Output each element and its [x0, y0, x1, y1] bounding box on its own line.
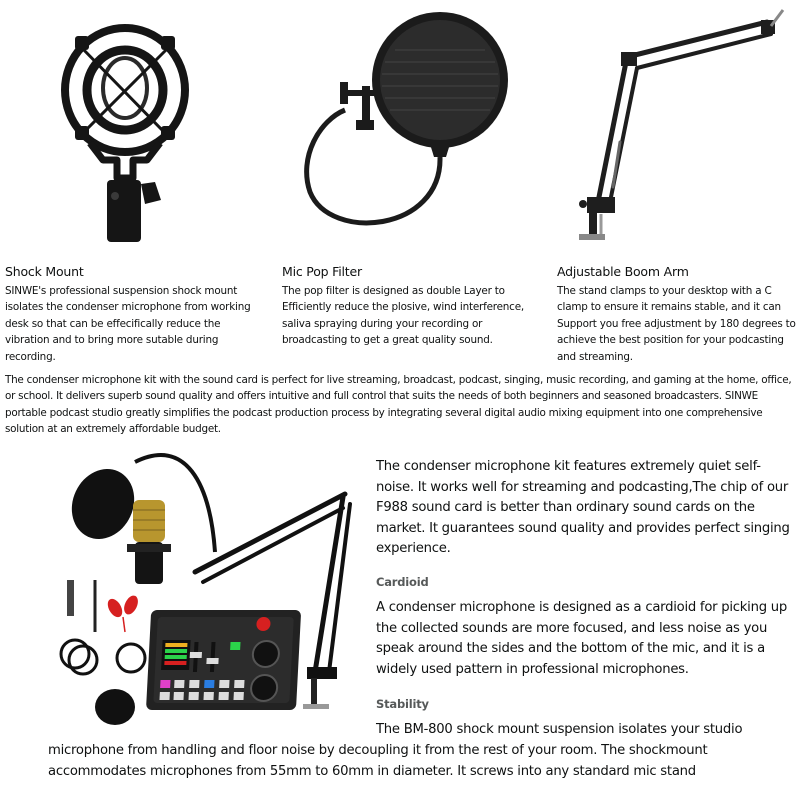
stability-heading: Stability	[376, 697, 429, 711]
pop-filter-image	[290, 2, 540, 257]
microphone-kit-image	[45, 442, 370, 727]
feature-description: The stand clamps to your desktop with a …	[557, 285, 796, 363]
feature-title: Adjustable Boom Arm	[557, 264, 689, 279]
feature-description: SINWE's professional suspension shock mo…	[5, 285, 251, 363]
shock-mount-image	[55, 8, 195, 258]
intro-paragraph: The condenser microphone kit with the so…	[5, 374, 792, 436]
stability-line-2: microphone from handling and floor noise…	[48, 743, 708, 758]
feature-title: Shock Mount	[5, 264, 84, 279]
cardioid-paragraph: A condenser microphone is designed as a …	[376, 600, 787, 677]
cardioid-heading: Cardioid	[376, 575, 429, 589]
kit-overview-paragraph: The condenser microphone kit features ex…	[376, 459, 790, 557]
feature-pop-filter: Mic Pop Filter The pop filter is designe…	[282, 264, 537, 349]
feature-shock-mount: Shock Mount SINWE's professional suspens…	[5, 264, 265, 365]
boom-arm-image	[545, 2, 795, 257]
stability-line-3: accommodates microphones from 55mm to 60…	[48, 764, 696, 779]
feature-description: The pop filter is designed as double Lay…	[282, 285, 524, 347]
feature-boom-arm: Adjustable Boom Arm The stand clamps to …	[557, 264, 797, 365]
feature-title: Mic Pop Filter	[282, 264, 362, 279]
stability-line-1: The BM-800 shock mount suspension isolat…	[376, 722, 743, 737]
